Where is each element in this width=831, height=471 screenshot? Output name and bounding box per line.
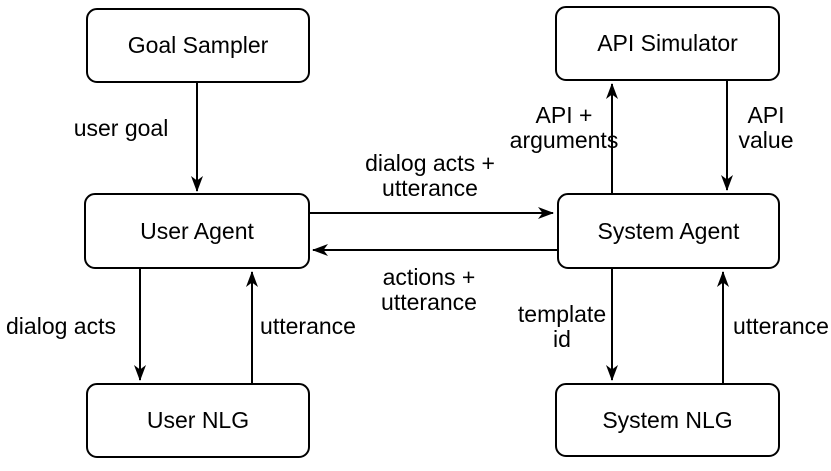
node-user-agent: User Agent [84,193,310,269]
edge-label-template-id: template id [517,301,607,352]
edge-label-actions-utterance: actions + utterance [381,264,477,315]
edge-label-api-arguments: API + arguments [509,102,619,153]
edge-label-dialog-acts-utterance: dialog acts + utterance [365,150,495,201]
edge-label-dialog-acts: dialog acts [6,313,116,339]
node-api-simulator: API Simulator [555,6,780,81]
edge-label-user-goal: user goal [73,115,169,141]
edge-label-api-value: API value [738,102,794,153]
edge-label-user-utterance: utterance [260,313,356,339]
node-system-agent: System Agent [557,193,780,269]
node-system-nlg: System NLG [555,383,780,457]
edge-label-system-utterance: utterance [733,313,829,339]
node-user-nlg: User NLG [86,383,310,458]
node-goal-sampler: Goal Sampler [86,8,310,83]
